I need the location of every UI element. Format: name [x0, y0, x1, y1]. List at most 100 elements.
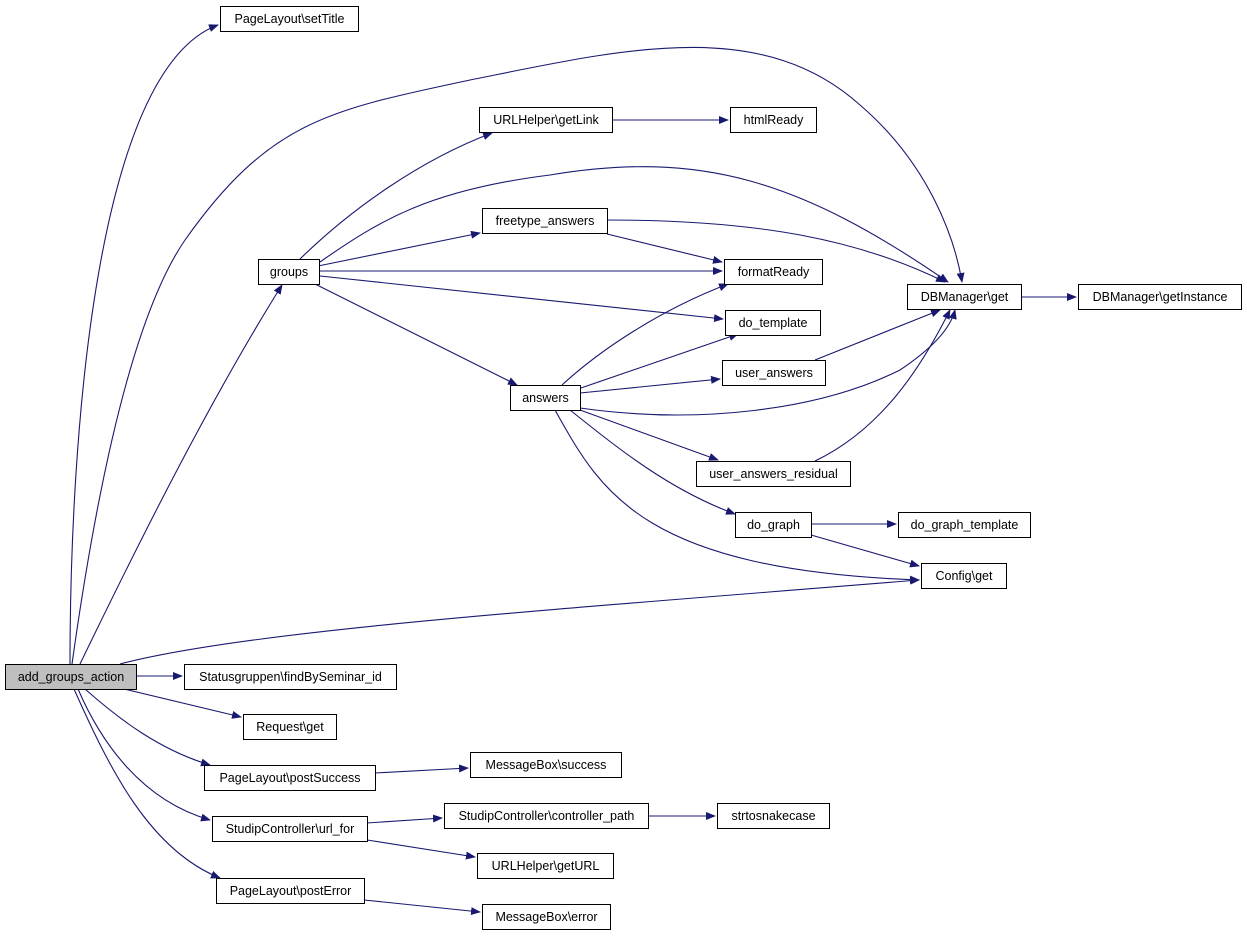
edge-groups-to-answers [314, 283, 518, 386]
node-label: formatReady [738, 265, 810, 279]
node-label: answers [522, 391, 569, 405]
node-box [510, 385, 581, 411]
node-box [184, 664, 397, 690]
node-useranswers[interactable]: user_answers [722, 360, 826, 386]
node-label: do_graph_template [911, 518, 1019, 532]
node-box [212, 816, 368, 842]
node-dbinst[interactable]: DBManager\getInstance [1078, 284, 1242, 310]
node-dograph[interactable]: do_graph [735, 512, 812, 538]
node-getURL[interactable]: URLHelper\getURL [477, 853, 614, 879]
node-label: strtosnakecase [731, 809, 815, 823]
node-label: Request\get [256, 720, 324, 734]
edge-groups-to-dotemplate [319, 275, 724, 323]
node-box [204, 765, 376, 791]
edge-answers-to-configget [554, 409, 920, 584]
node-box [470, 752, 622, 778]
node-add_groups_action[interactable]: add_groups_action [5, 664, 137, 690]
edge-add_groups_action-to-postError [73, 688, 221, 879]
node-reqget[interactable]: Request\get [243, 714, 337, 740]
node-dbget[interactable]: DBManager\get [907, 284, 1022, 310]
node-postSuccess[interactable]: PageLayout\postSuccess [204, 765, 376, 791]
edges [69, 24, 1077, 916]
node-postError[interactable]: PageLayout\postError [216, 878, 365, 904]
node-configget[interactable]: Config\get [921, 563, 1007, 589]
node-label: user_answers [735, 366, 813, 380]
edge-freetype-to-dbget [606, 219, 946, 283]
node-label: DBManager\get [921, 290, 1009, 304]
node-label: URLHelper\getURL [492, 859, 600, 873]
node-box [735, 512, 812, 538]
edge-dograph-to-configget [810, 534, 920, 568]
node-urlGetLink[interactable]: URLHelper\getLink [479, 107, 613, 133]
node-dotemplate[interactable]: do_template [725, 310, 821, 336]
node-label: MessageBox\error [495, 910, 597, 924]
edge-answers-to-useranswers [579, 375, 721, 394]
node-label: PageLayout\setTitle [234, 12, 344, 26]
nodes: add_groups_action PageLayout\setTitleURLH… [5, 6, 1242, 930]
node-box [482, 904, 611, 930]
edge-add_groups_action-to-postSuccess [84, 688, 211, 767]
node-box [5, 664, 137, 690]
edge-answers-to-dotemplate [577, 333, 739, 390]
node-label: URLHelper\getLink [493, 113, 599, 127]
node-label: add_groups_action [18, 670, 124, 684]
edge-answers-to-formatReady [561, 283, 729, 386]
node-box [725, 310, 821, 336]
node-box [722, 360, 826, 386]
node-snake[interactable]: strtosnakecase [717, 803, 830, 829]
node-groups[interactable]: groups [258, 259, 320, 285]
node-box [444, 803, 649, 829]
edge-add_groups_action-to-configget [119, 576, 920, 665]
node-label: htmlReady [744, 113, 804, 127]
edge-add_groups_action-to-dbget [71, 46, 965, 665]
node-label: StudipController\url_for [226, 822, 355, 836]
node-freetype[interactable]: freetype_answers [482, 208, 608, 234]
node-label: PageLayout\postError [230, 884, 352, 898]
node-box [724, 259, 823, 285]
node-box [717, 803, 830, 829]
node-label: DBManager\getInstance [1093, 290, 1228, 304]
node-box [220, 6, 359, 32]
node-label: do_template [739, 316, 808, 330]
node-ctrlpath[interactable]: StudipController\controller_path [444, 803, 649, 829]
node-label: PageLayout\postSuccess [219, 771, 360, 785]
node-box [1078, 284, 1242, 310]
node-label: freetype_answers [496, 214, 595, 228]
edge-freetype-to-formatReady [606, 233, 723, 264]
node-msgError[interactable]: MessageBox\error [482, 904, 611, 930]
node-answers[interactable]: answers [510, 385, 581, 411]
node-box [216, 878, 365, 904]
node-label: Statusgruppen\findBySeminar_id [199, 670, 382, 684]
node-label: user_answers_residual [709, 467, 838, 481]
edge-answers-to-dograph [569, 409, 736, 515]
node-htmlReady[interactable]: htmlReady [730, 107, 817, 133]
node-box [479, 107, 613, 133]
node-setTitle[interactable]: PageLayout\setTitle [220, 6, 359, 32]
node-box [898, 512, 1031, 538]
edge-groups-to-dbget [319, 166, 949, 283]
node-box [907, 284, 1022, 310]
node-box [258, 259, 320, 285]
edge-uar-to-dbget [814, 309, 951, 462]
node-label: StudipController\controller_path [459, 809, 635, 823]
node-formatReady[interactable]: formatReady [724, 259, 823, 285]
node-statusgr[interactable]: Statusgruppen\findBySeminar_id [184, 664, 397, 690]
edge-postSuccess-to-msgSuccess [374, 764, 469, 774]
edge-add_groups_action-to-urlfor [77, 688, 211, 822]
node-label: do_graph [747, 518, 800, 532]
edge-add_groups_action-to-reqget [123, 688, 242, 719]
edge-groups-to-freetype [317, 230, 481, 267]
node-dographtpl[interactable]: do_graph_template [898, 512, 1031, 538]
edge-answers-to-dbget [579, 309, 957, 416]
edge-postError-to-msgError [363, 899, 481, 916]
node-uar[interactable]: user_answers_residual [696, 461, 851, 487]
node-label: groups [270, 265, 308, 279]
edge-useranswers-to-dbget [814, 309, 941, 361]
node-box [921, 563, 1007, 589]
node-label: MessageBox\success [486, 758, 607, 772]
node-urlfor[interactable]: StudipController\url_for [212, 816, 368, 842]
edge-add_groups_action-to-setTitle [69, 24, 219, 665]
node-msgSuccess[interactable]: MessageBox\success [470, 752, 622, 778]
node-label: Config\get [936, 569, 994, 583]
